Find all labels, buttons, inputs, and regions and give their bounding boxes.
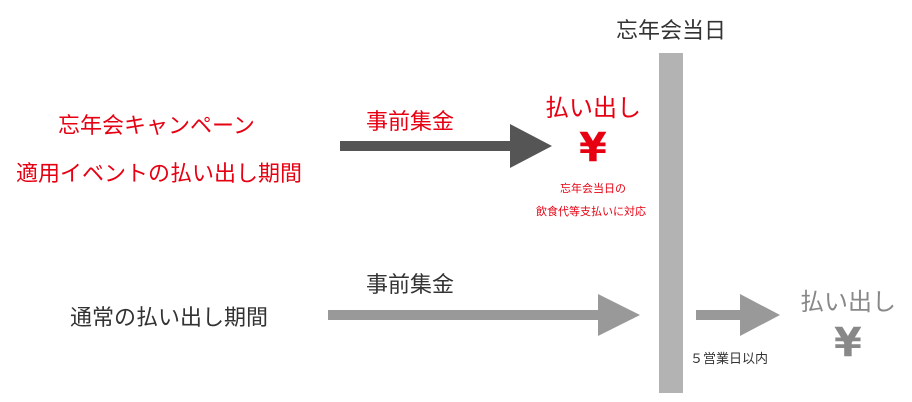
normal-collection-label: 事前集金 — [366, 273, 455, 298]
normal-arrow — [328, 294, 640, 336]
campaign-title-line1: 忘年会キャンペーン — [58, 114, 255, 139]
campaign-title-line2: 適用イベントの払い出し期間 — [16, 162, 303, 187]
normal-payout-label: 払い出し — [800, 288, 896, 316]
event-day-label: 忘年会当日 — [616, 19, 727, 44]
post-event-arrow — [696, 294, 780, 336]
campaign-arrow — [340, 124, 552, 168]
campaign-yen-icon: ¥ — [579, 125, 607, 171]
normal-yen-icon: ¥ — [834, 320, 862, 366]
campaign-note-line1: 忘年会当日の — [560, 182, 626, 195]
campaign-collection-label: 事前集金 — [366, 110, 455, 135]
event-day-bar — [659, 53, 683, 393]
campaign-note-line2: 飲食代等支払いに対応 — [536, 205, 646, 218]
days-label: ５営業日以内 — [690, 352, 769, 367]
campaign-payout-label: 払い出し — [545, 94, 641, 122]
normal-title: 通常の払い出し期間 — [70, 306, 269, 331]
